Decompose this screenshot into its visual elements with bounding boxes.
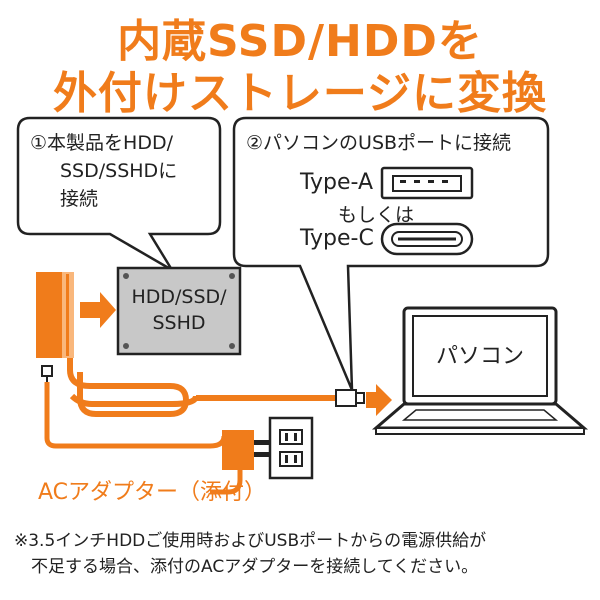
usb-type-a-port-icon [380, 166, 474, 200]
ac-cable-plug-icon [41, 365, 53, 382]
arrow-to-drive-icon [80, 292, 116, 328]
page-title-line-2: 外付けストレージに変換 [52, 68, 548, 119]
step2-heading: ②パソコンのUSBポートに接続 [246, 132, 512, 154]
adapter-product-icon [36, 272, 74, 358]
page-title-line-1: 内蔵SSD/HDDを [117, 16, 483, 67]
step1-text-line-1: ①本製品をHDD/ [30, 132, 173, 154]
usb-type-c-port-icon [380, 222, 474, 256]
or-label: もしくは [338, 204, 415, 226]
step1-text-line-2: SSD/SSHDに [60, 160, 178, 182]
ac-adapter-label: ACアダプター（添付） [38, 480, 267, 505]
footnote: ※3.5インチHDDご使用時およびUSBポートからの電源供給が 不足する場合、添… [14, 528, 594, 580]
arrow-to-laptop-icon [366, 384, 392, 416]
footnote-line-1: ※3.5インチHDDご使用時およびUSBポートからの電源供給が [14, 531, 487, 551]
step1-text-line-3: 接続 [60, 188, 99, 210]
footnote-line-2: 不足する場合、添付のACアダプターを接続してください。 [14, 557, 479, 577]
laptop-screen-label: パソコン [435, 344, 524, 369]
drive-label-line-1: HDD/SSD/ [131, 286, 227, 308]
drive-label: HDD/SSD/ SSHD [118, 284, 240, 336]
drive-icon [116, 266, 242, 356]
type-a-label: Type-A [300, 170, 374, 195]
step1-speech-bubble [16, 116, 222, 272]
type-c-label: Type-C [300, 226, 374, 251]
drive-label-line-2: SSHD [152, 312, 206, 334]
wall-outlet-icon [268, 416, 314, 480]
usb-plug-icon [335, 389, 365, 407]
ac-adapter-icon [222, 430, 270, 470]
laptop-icon [371, 306, 589, 435]
